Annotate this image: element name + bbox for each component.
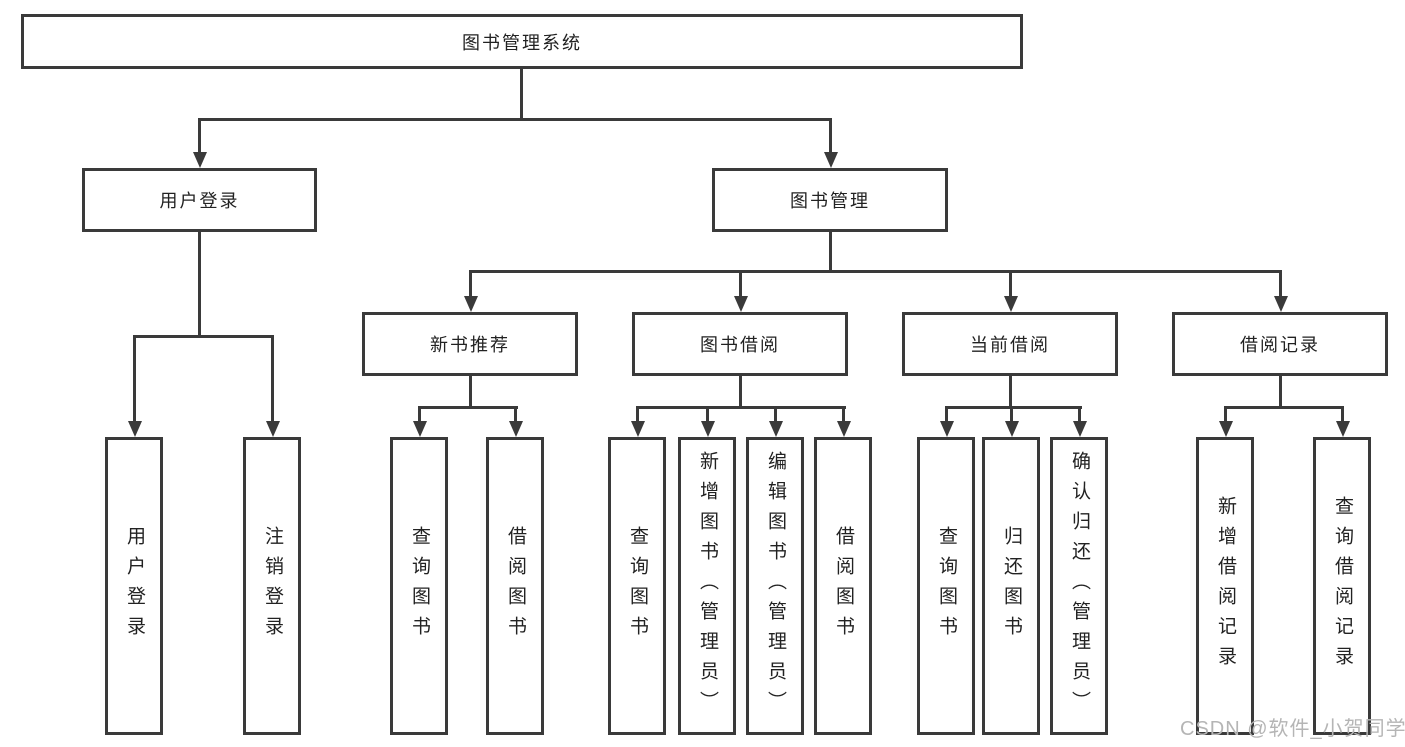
connector-drop-current-borrow	[1009, 270, 1012, 298]
connector-drop	[706, 406, 709, 423]
node-current-borrow: 当前借阅	[902, 312, 1118, 376]
arrowhead-current-borrow	[1004, 296, 1018, 312]
node-label: 编辑图书（管理员）	[765, 451, 786, 721]
arrowhead-leaf-user-login	[128, 421, 142, 437]
arrowhead	[509, 421, 523, 437]
connector-borrow-record-stem	[1279, 374, 1282, 408]
node-borrow-record: 借阅记录	[1172, 312, 1388, 376]
arrowhead-user-login	[193, 152, 207, 168]
arrowhead	[1005, 421, 1019, 437]
node-user-login: 用户登录	[82, 168, 317, 232]
node-label: 新书推荐	[430, 335, 510, 355]
connector-user-login-stem	[198, 230, 201, 337]
node-label: 图书管理	[790, 191, 870, 211]
node-label: 查询图书	[936, 526, 957, 646]
arrowhead	[837, 421, 851, 437]
node-label: 借阅图书	[833, 526, 854, 646]
arrowhead	[1336, 421, 1350, 437]
node-label: 借阅图书	[505, 526, 526, 646]
node-book-management: 图书管理	[712, 168, 948, 232]
node-library-management-system: 图书管理系统	[21, 14, 1023, 69]
connector-new-book-stem	[469, 374, 472, 408]
connector-drop	[842, 406, 845, 423]
arrowhead-new-book	[464, 296, 478, 312]
connector-drop	[1341, 406, 1344, 423]
node-label: 用户登录	[124, 526, 145, 646]
node-label: 用户登录	[159, 191, 240, 211]
node-label: 注销登录	[262, 526, 283, 646]
node-label: 当前借阅	[970, 335, 1050, 355]
connector-user-login-bar	[133, 335, 274, 338]
connector-borrow-record-bar	[1224, 406, 1344, 409]
leaf-add-borrow-record: 新增借阅记录	[1196, 437, 1254, 735]
connector-book-borrow-stem	[739, 374, 742, 408]
leaf-borrow-books-recommend: 借阅图书	[486, 437, 544, 735]
connector-drop-leaf-logout	[271, 335, 274, 423]
leaf-edit-books-admin: 编辑图书（管理员）	[746, 437, 804, 735]
node-label: 图书管理系统	[462, 32, 582, 53]
arrowhead	[1073, 421, 1087, 437]
node-label: 新增图书（管理员）	[697, 451, 718, 721]
node-label: 确认归还（管理员）	[1069, 451, 1090, 721]
connector-drop-leaf-user-login	[133, 335, 136, 423]
connector-drop-book-borrow	[739, 270, 742, 298]
connector-drop	[1224, 406, 1227, 423]
leaf-logout-login: 注销登录	[243, 437, 301, 735]
leaf-add-books-admin: 新增图书（管理员）	[678, 437, 736, 735]
arrowhead	[631, 421, 645, 437]
node-new-book-recommend: 新书推荐	[362, 312, 578, 376]
arrowhead	[1219, 421, 1233, 437]
connector-drop-new-book	[469, 270, 472, 298]
node-label: 图书借阅	[700, 335, 780, 355]
connector-drop	[636, 406, 639, 423]
leaf-borrow-books: 借阅图书	[814, 437, 872, 735]
arrowhead	[940, 421, 954, 437]
arrowhead-leaf-logout	[266, 421, 280, 437]
arrowhead	[769, 421, 783, 437]
connector-level3-bar	[469, 270, 1282, 273]
node-label: 新增借阅记录	[1215, 496, 1236, 676]
arrowhead	[413, 421, 427, 437]
connector-level2-bar	[198, 118, 832, 121]
node-label: 查询借阅记录	[1332, 496, 1353, 676]
leaf-query-borrow-record: 查询借阅记录	[1313, 437, 1371, 735]
connector-new-book-bar	[418, 406, 518, 409]
connector-drop	[1078, 406, 1081, 423]
connector-drop	[1010, 406, 1013, 423]
node-label: 归还图书	[1001, 526, 1022, 646]
connector-current-borrow-bar	[945, 406, 1082, 409]
arrowhead-book-management	[824, 152, 838, 168]
connector-root-stem	[520, 66, 523, 120]
connector-current-borrow-stem	[1009, 374, 1012, 408]
leaf-return-books: 归还图书	[982, 437, 1040, 735]
node-label: 查询图书	[409, 526, 430, 646]
connector-drop	[945, 406, 948, 423]
leaf-query-books-recommend: 查询图书	[390, 437, 448, 735]
leaf-query-books-borrow: 查询图书	[608, 437, 666, 735]
node-label: 查询图书	[627, 526, 648, 646]
connector-book-management-stem	[829, 230, 832, 272]
connector-drop-user-login	[198, 118, 201, 154]
node-label: 借阅记录	[1240, 335, 1320, 355]
connector-drop	[418, 406, 421, 423]
node-book-borrow: 图书借阅	[632, 312, 848, 376]
connector-drop-book-management	[829, 118, 832, 154]
connector-drop-borrow-record	[1279, 270, 1282, 298]
connector-book-borrow-bar	[636, 406, 846, 409]
connector-drop	[774, 406, 777, 423]
leaf-query-books-current: 查询图书	[917, 437, 975, 735]
leaf-user-login: 用户登录	[105, 437, 163, 735]
csdn-watermark: CSDN @软件_小贺同学	[1180, 718, 1405, 740]
leaf-confirm-return-admin: 确认归还（管理员）	[1050, 437, 1108, 735]
arrowhead-borrow-record	[1274, 296, 1288, 312]
arrowhead-book-borrow	[734, 296, 748, 312]
arrowhead	[701, 421, 715, 437]
connector-drop	[514, 406, 517, 423]
